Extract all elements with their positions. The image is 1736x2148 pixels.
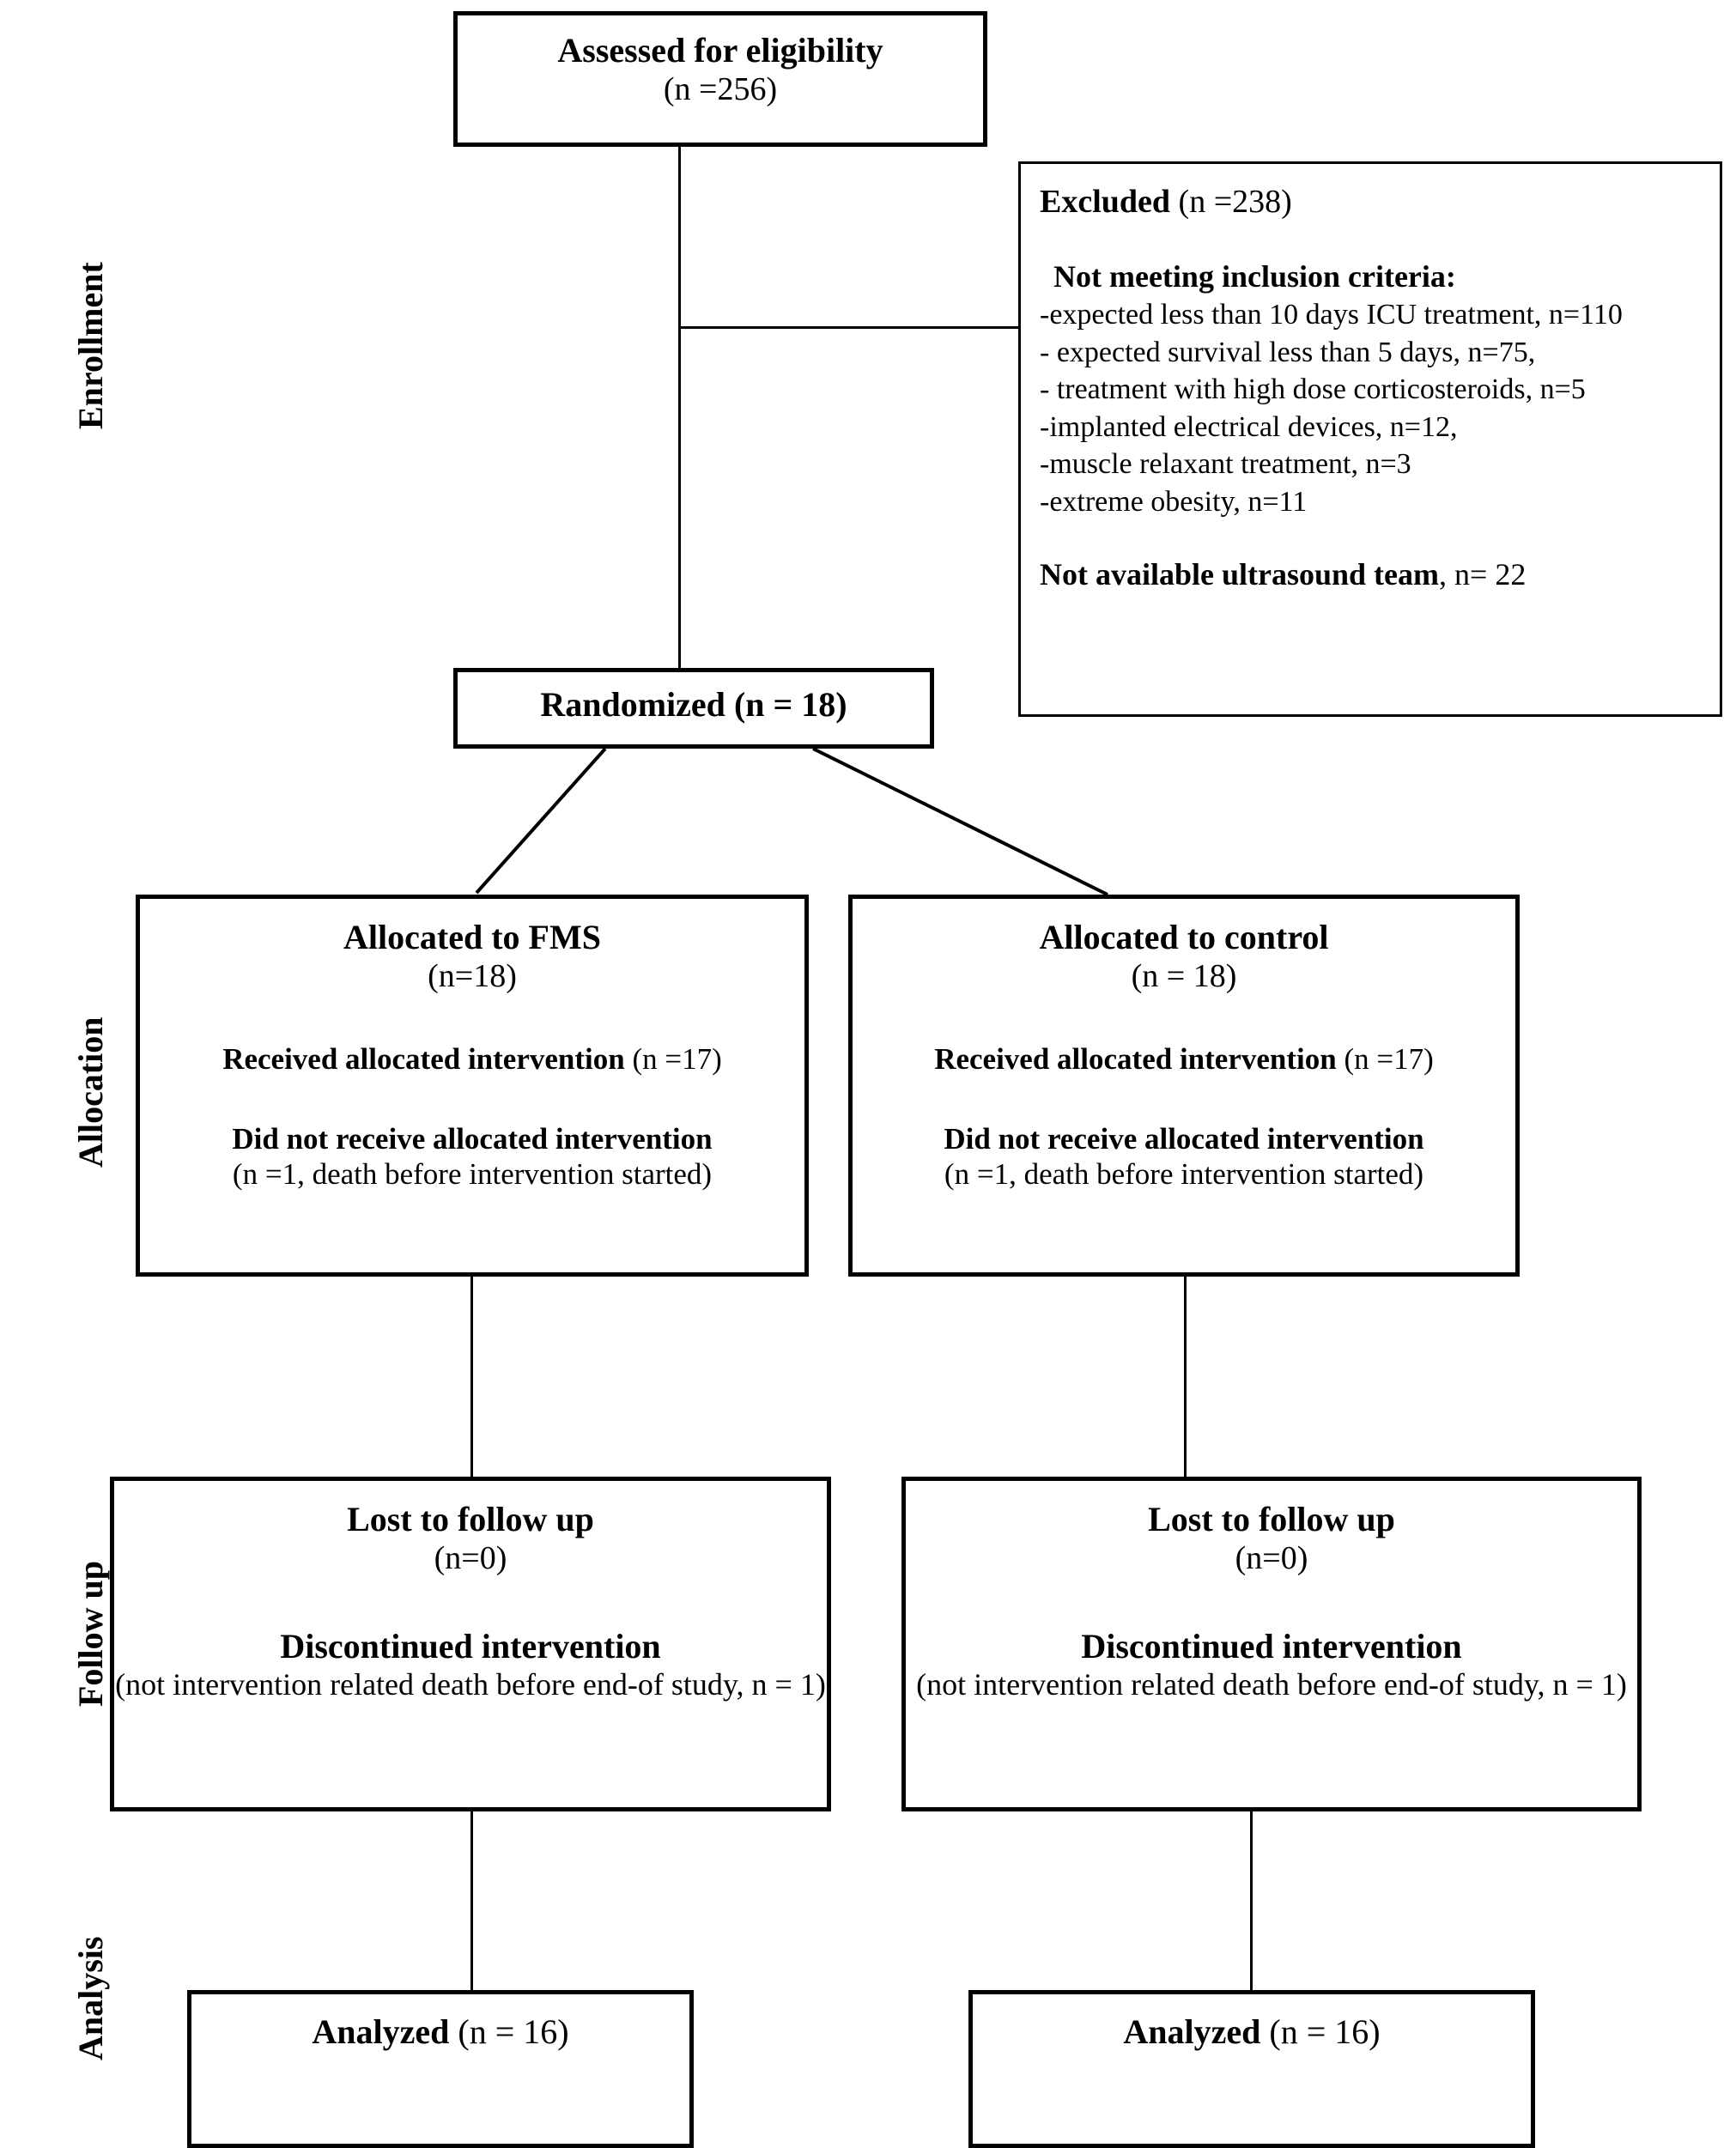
list-item: - treatment with high dose corticosteroi…	[1040, 373, 1586, 406]
connector-alloc-left-to-followup-left	[470, 1277, 473, 1478]
an-right-title: Analyzed	[1123, 2012, 1261, 2051]
excluded-title-row: Excluded (n =238)	[1040, 183, 1704, 221]
list-item: -expected less than 10 days ICU treatmen…	[1040, 299, 1623, 331]
alloc-left-received-label: Received allocated intervention	[222, 1041, 625, 1076]
alloc-right-count: (n = 18)	[1131, 958, 1237, 994]
excluded-count: (n =238)	[1178, 184, 1292, 220]
fu-left-discontinued-block: Discontinued intervention (not intervent…	[114, 1627, 827, 1703]
an-left-title: Analyzed	[312, 2012, 450, 2051]
box-excluded: Excluded (n =238) Not meeting inclusion …	[1018, 161, 1722, 717]
fu-right-discontinued-detail: (not intervention related death before e…	[916, 1666, 1627, 1702]
alloc-right-not-received-block: Did not receive allocated intervention (…	[853, 1122, 1515, 1192]
alloc-right-received-count: (n =17)	[1344, 1041, 1434, 1076]
box-followup-left: Lost to follow up (n=0) Discontinued int…	[110, 1477, 831, 1811]
box-analyzed-right: Analyzed (n = 16)	[968, 1990, 1535, 2148]
excluded-criteria-heading: Not meeting inclusion criteria:	[1053, 259, 1456, 294]
fu-left-count: (n=0)	[434, 1540, 507, 1576]
fu-right-count: (n=0)	[1235, 1540, 1308, 1576]
fu-left-discontinued-detail: (not intervention related death before e…	[115, 1666, 826, 1702]
an-left-count: (n = 16)	[458, 2012, 569, 2051]
connector-alloc-right-to-followup-right	[1184, 1277, 1187, 1478]
box-followup-right: Lost to follow up (n=0) Discontinued int…	[901, 1477, 1642, 1811]
connector-followup-left-to-analyzed-left	[470, 1811, 473, 1992]
list-item: - expected survival less than 5 days, n=…	[1040, 336, 1536, 368]
stage-label-analysis: Analysis	[70, 1937, 111, 2061]
stage-label-analysis-text: Analysis	[71, 1936, 110, 2061]
connector-randomized-to-allocations	[475, 747, 1108, 896]
eligibility-count: (n =256)	[663, 71, 778, 107]
box-allocated-to-fms: Allocated to FMS (n=18) Received allocat…	[136, 895, 809, 1277]
connector-followup-right-to-analyzed-right	[1250, 1811, 1253, 1992]
connector-randomized-to-left-allocation	[475, 747, 607, 895]
fu-right-discontinued-block: Discontinued intervention (not intervent…	[906, 1627, 1637, 1703]
stage-label-enrollment-text: Enrollment	[71, 262, 110, 429]
list-item: -implanted electrical devices, n=12,	[1040, 410, 1458, 443]
alloc-left-received-block: Received allocated intervention (n =17)	[140, 1041, 804, 1077]
randomized-title-row: Randomized (n = 18)	[458, 684, 930, 725]
box-randomized: Randomized (n = 18)	[453, 668, 934, 749]
fu-right-title: Lost to follow up	[1148, 1500, 1395, 1538]
an-right-row: Analyzed (n = 16)	[973, 2011, 1531, 2052]
alloc-right-received-block: Received allocated intervention (n =17)	[853, 1041, 1515, 1077]
an-right-count: (n = 16)	[1269, 2012, 1381, 2051]
alloc-left-not-received-detail: (n =1, death before intervention started…	[232, 1156, 713, 1191]
box-assessed-for-eligibility: Assessed for eligibility (n =256)	[453, 11, 987, 147]
alloc-right-title: Allocated to control	[1039, 918, 1329, 956]
box-allocated-to-control: Allocated to control (n = 18) Received a…	[848, 895, 1520, 1277]
stage-label-followup: Follow up	[70, 1561, 111, 1707]
list-item: -extreme obesity, n=11	[1040, 485, 1308, 518]
stage-label-enrollment: Enrollment	[70, 262, 111, 429]
alloc-right-received-label: Received allocated intervention	[934, 1041, 1337, 1076]
alloc-right-received-row: Received allocated intervention (n =17)	[853, 1041, 1515, 1077]
connector-randomized-to-right-allocation	[812, 747, 1108, 896]
alloc-left-received-row: Received allocated intervention (n =17)	[140, 1041, 804, 1077]
an-left-row: Analyzed (n = 16)	[191, 2011, 689, 2052]
list-item: -muscle relaxant treatment, n=3	[1040, 448, 1411, 481]
randomized-title: Randomized	[540, 685, 725, 724]
alloc-left-received-count: (n =17)	[632, 1041, 722, 1076]
alloc-left-not-received-block: Did not receive allocated intervention (…	[140, 1122, 804, 1192]
randomized-count: (n = 18)	[733, 685, 847, 724]
alloc-right-not-received-detail: (n =1, death before intervention started…	[944, 1156, 1424, 1191]
excluded-criteria-list: -expected less than 10 days ICU treatmen…	[1040, 296, 1704, 520]
excluded-note-label: Not available ultrasound team	[1040, 557, 1440, 592]
connector-eligibility-to-randomized	[678, 147, 681, 670]
stage-label-allocation: Allocation	[70, 1016, 111, 1168]
fu-left-discontinued-label: Discontinued intervention	[280, 1626, 661, 1666]
connector-spine-to-excluded	[678, 326, 1020, 329]
alloc-left-count: (n=18)	[428, 958, 517, 994]
excluded-note-count: , n= 22	[1439, 557, 1527, 592]
eligibility-title: Assessed for eligibility	[557, 31, 883, 70]
fu-right-discontinued-label: Discontinued intervention	[1081, 1626, 1462, 1666]
excluded-note-row: Not available ultrasound team, n= 22	[1040, 556, 1704, 592]
stage-label-followup-text: Follow up	[71, 1560, 110, 1707]
stage-label-allocation-text: Allocation	[71, 1016, 110, 1168]
excluded-title: Excluded	[1040, 184, 1171, 220]
box-analyzed-left: Analyzed (n = 16)	[187, 1990, 694, 2148]
alloc-right-not-received-label: Did not receive allocated intervention	[944, 1121, 1424, 1156]
alloc-left-title: Allocated to FMS	[343, 918, 601, 956]
fu-left-title: Lost to follow up	[347, 1500, 594, 1538]
alloc-left-not-received-label: Did not receive allocated intervention	[232, 1121, 713, 1156]
